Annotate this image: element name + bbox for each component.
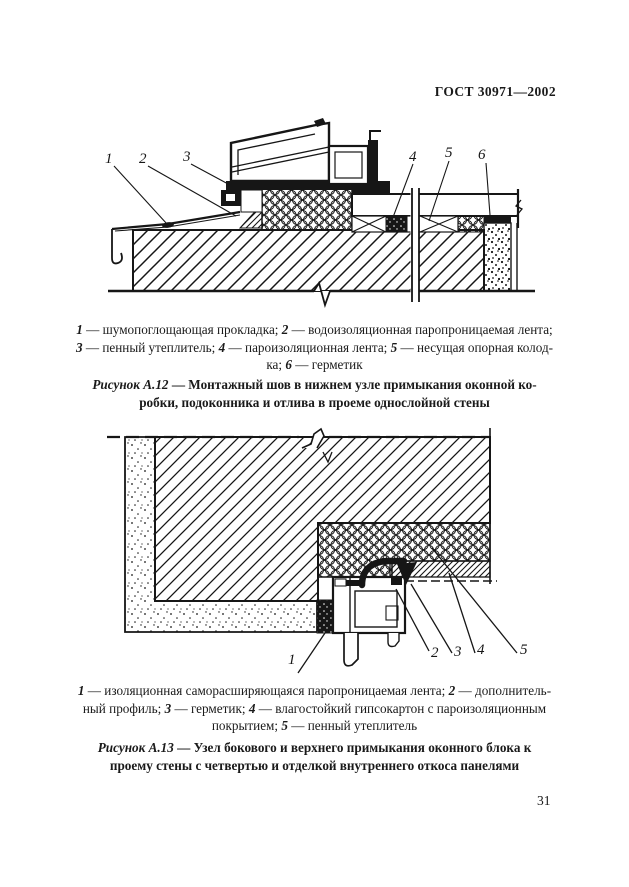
window-frame-profile [331, 575, 407, 667]
callout-label: 1 [105, 151, 113, 167]
text-line: ный профиль; 3 — герметик; 4 — влагостой… [82, 700, 547, 716]
wall-section [108, 216, 535, 308]
text-line: робки, подоконника и отлива в проеме одн… [139, 394, 490, 410]
text-line: 1 — шумопоглощающая прокладка; 2 — водои… [76, 322, 553, 337]
drip-flashing [111, 210, 241, 265]
figure-a13-drawing: 1 2 3 4 5 [107, 427, 528, 674]
anchor-lines [411, 188, 420, 302]
text-line: ка; 6 — герметик [266, 357, 363, 372]
cut-lines [107, 427, 491, 584]
callout-label: 1 [288, 652, 296, 668]
text-line: Рисунок А.13 — Узел бокового и верхнего … [97, 740, 532, 755]
callout-label: 5 [520, 642, 528, 658]
callout-label: 2 [431, 645, 439, 661]
sound-pad-item1 [162, 222, 174, 228]
page-number: 31 [537, 793, 551, 808]
callout-label: 5 [445, 145, 453, 161]
callout-label: 3 [182, 149, 191, 165]
callout-leaders [113, 160, 491, 225]
sealant-and-profile [346, 557, 417, 589]
callout-label: 3 [453, 644, 462, 660]
standard-code-header: ГОСТ 30971—2002 [434, 84, 556, 99]
callout-label: 6 [478, 147, 486, 163]
callout-label: 2 [139, 151, 147, 167]
window-frame-assembly [221, 118, 390, 213]
figure-a13-caption: Рисунок А.13 — Узел бокового и верхнего … [63, 739, 566, 774]
figure-a13-legend: 1 — изоляционная саморасширяющаяся пароп… [63, 682, 566, 735]
callout-label: 4 [477, 642, 485, 658]
wall-corner-section [124, 436, 497, 634]
vapour-tape-item4 [385, 215, 408, 233]
text-line: покрытием; 5 — пенный утеплитель [211, 718, 418, 733]
figure-a12-caption: Рисунок А.12 — Монтажный шов в нижнем уз… [63, 376, 566, 411]
text-line: 1 — изоляционная саморасширяющаяся пароп… [77, 683, 552, 698]
text-line: Рисунок А.12 — Монтажный шов в нижнем уз… [92, 377, 537, 392]
text-line: проему стены с четвертью и отделкой внут… [109, 757, 520, 773]
expanding-tape-item1 [316, 599, 333, 634]
callout-leaders [297, 547, 518, 674]
text-line: 3 — пенный утеплитель; 4 — пароизоляцион… [75, 339, 554, 355]
figure-a12-drawing: 1 2 3 4 5 6 [105, 118, 535, 308]
figure-a12-legend: 1 — шумопоглощающая прокладка; 2 — водои… [63, 321, 566, 374]
callout-label: 4 [409, 149, 417, 165]
callout-labels: 1 2 3 4 5 6 [105, 145, 486, 167]
callout-labels: 1 2 3 4 5 [288, 642, 528, 668]
windowsill-board [351, 188, 524, 302]
